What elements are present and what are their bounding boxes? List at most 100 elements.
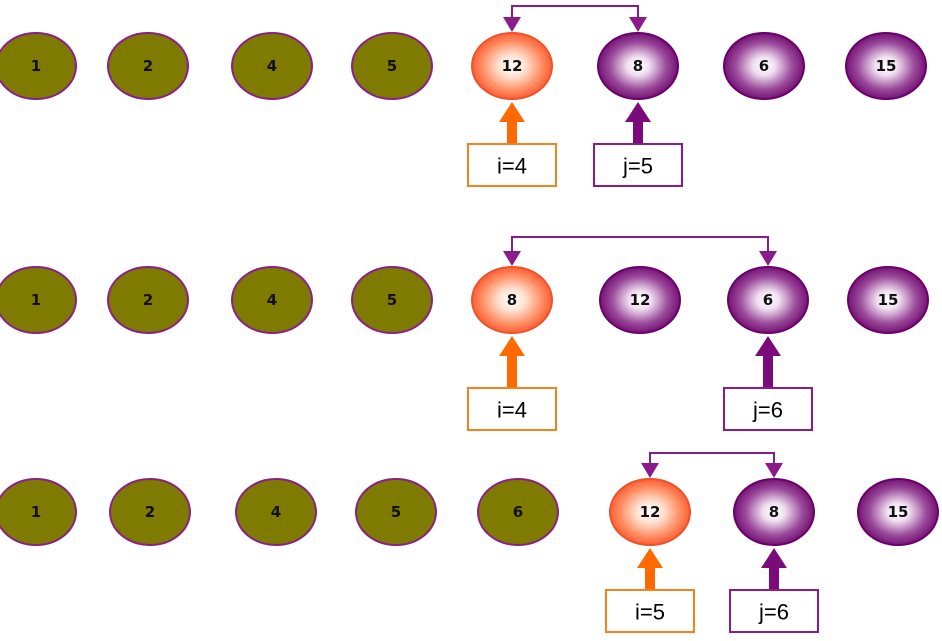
array-node-j: 6 [727, 266, 809, 334]
swap-arrowhead-j [629, 17, 647, 32]
array-node-sorted: 4 [231, 266, 313, 334]
node-value: 15 [876, 57, 897, 75]
node-value: 1 [31, 291, 41, 309]
array-node-sorted: 6 [477, 478, 559, 546]
node-circle [351, 266, 433, 334]
array-node-sorted: 2 [107, 32, 189, 100]
array-node-unsorted: 12 [599, 266, 681, 334]
node-circle [107, 32, 189, 100]
pointer-i-shaft [507, 354, 517, 388]
swap-arrowhead-i [641, 463, 659, 478]
pointer-j-box [729, 589, 819, 633]
array-node-sorted: 4 [231, 32, 313, 100]
node-value: 8 [633, 57, 643, 75]
node-circle [351, 32, 433, 100]
pointer-i-box [467, 387, 557, 431]
pointer-j-arrowhead [755, 336, 781, 356]
array-node-i: 12 [471, 32, 553, 100]
node-value: 12 [502, 57, 523, 75]
node-value: 12 [640, 503, 661, 521]
pointer-i-label: i=5 [635, 600, 665, 625]
node-value: 6 [763, 291, 773, 309]
node-circle [107, 266, 189, 334]
node-value: 8 [507, 291, 517, 309]
node-circle [477, 478, 559, 546]
array-node-i: 8 [471, 266, 553, 334]
swap-arrowhead-i [503, 251, 521, 266]
pointer-j-shaft [633, 120, 643, 144]
pointer-j-arrowhead [761, 548, 787, 568]
node-circle [597, 32, 679, 100]
node-value: 6 [513, 503, 523, 521]
array-node-j: 8 [597, 32, 679, 100]
node-value: 2 [145, 503, 155, 521]
pointer-j-arrowhead [625, 102, 651, 122]
node-circle [231, 266, 313, 334]
node-circle [599, 266, 681, 334]
node-value: 5 [391, 503, 401, 521]
node-circle [109, 478, 191, 546]
node-value: 4 [267, 57, 277, 75]
node-value: 15 [888, 503, 909, 521]
array-node-sorted: 1 [0, 32, 77, 100]
pointer-j-label: j=6 [758, 600, 789, 625]
node-circle [235, 478, 317, 546]
pointer-j-label: j=6 [752, 398, 783, 423]
node-value: 1 [31, 503, 41, 521]
node-value: 15 [878, 291, 899, 309]
swap-bracket-line [511, 5, 639, 19]
array-node-unsorted: 6 [723, 32, 805, 100]
array-node-unsorted: 15 [857, 478, 939, 546]
node-circle [471, 32, 553, 100]
array-node-j: 8 [733, 478, 815, 546]
swap-arrowhead-j [765, 463, 783, 478]
node-value: 4 [267, 291, 277, 309]
swap-arrowhead-i [503, 17, 521, 32]
array-node-unsorted: 15 [847, 266, 929, 334]
node-value: 6 [759, 57, 769, 75]
node-circle [355, 478, 437, 546]
node-circle [857, 478, 939, 546]
node-circle [723, 32, 805, 100]
node-value: 12 [630, 291, 651, 309]
pointer-i-shaft [507, 120, 517, 144]
pointer-j-box [593, 143, 683, 187]
node-value: 2 [143, 57, 153, 75]
array-node-sorted: 5 [351, 32, 433, 100]
pointer-i-arrowhead [499, 336, 525, 356]
array-node-sorted: 4 [235, 478, 317, 546]
node-value: 5 [387, 57, 397, 75]
array-node-sorted: 5 [351, 266, 433, 334]
node-value: 5 [387, 291, 397, 309]
pointer-i-label: i=4 [497, 154, 527, 179]
node-circle [0, 478, 77, 546]
array-node-sorted: 1 [0, 478, 77, 546]
pointer-j-shaft [769, 566, 779, 590]
node-circle [845, 32, 927, 100]
node-circle [609, 478, 691, 546]
array-node-sorted: 1 [0, 266, 77, 334]
pointer-j-label: j=5 [622, 154, 653, 179]
pointer-i-shaft [645, 566, 655, 590]
array-node-sorted: 2 [109, 478, 191, 546]
node-circle [733, 478, 815, 546]
node-circle [471, 266, 553, 334]
pointer-i-arrowhead [499, 102, 525, 122]
node-value: 2 [143, 291, 153, 309]
node-circle [0, 266, 77, 334]
pointer-j-box [723, 387, 813, 431]
pointer-j-shaft [763, 354, 773, 388]
pointer-i-label: i=4 [497, 398, 527, 423]
pointer-i-box [467, 143, 557, 187]
node-value: 4 [271, 503, 281, 521]
array-node-i: 12 [609, 478, 691, 546]
node-circle [0, 32, 77, 100]
node-circle [847, 266, 929, 334]
array-node-sorted: 2 [107, 266, 189, 334]
swap-bracket-line [649, 452, 775, 465]
